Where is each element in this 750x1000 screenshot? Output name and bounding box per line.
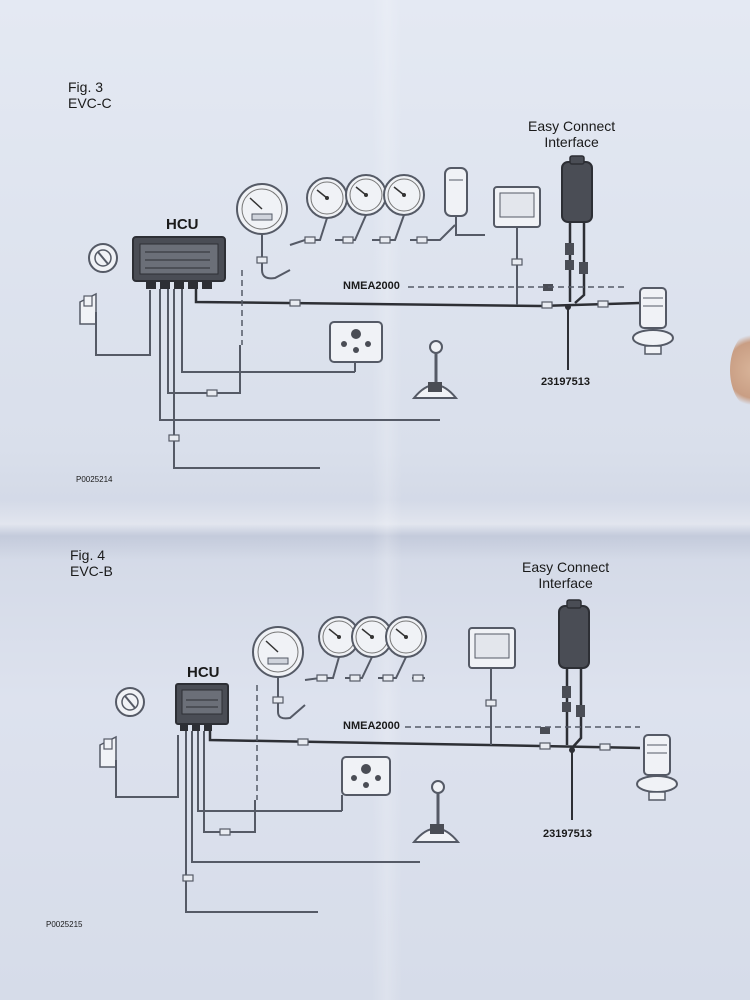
fig3-label: Fig. 3 — [68, 79, 104, 95]
ignition-switch-icon — [88, 243, 118, 273]
throttle-lever-icon — [411, 340, 459, 399]
fig3-interface-label: Easy Connect Interface — [528, 118, 615, 150]
tachometer-gauge-icon — [252, 626, 304, 678]
fig4-hcu-label: HCU — [187, 664, 220, 681]
easy-connect-interface-device — [561, 155, 593, 223]
small-gauge-2-icon — [345, 174, 387, 216]
fig3-interface-line2: Interface — [544, 134, 599, 150]
fig3-hcu-label: HCU — [166, 216, 199, 233]
sensor-transducer-icon — [636, 734, 678, 801]
fig4-system-label: EVC-B — [70, 563, 113, 579]
control-panel-icon — [341, 756, 391, 796]
fig3-nmea-label: NMEA2000 — [343, 280, 400, 292]
fig3-system-label: EVC-C — [68, 95, 112, 111]
key-module-icon — [99, 735, 117, 768]
fig3-interface-line1: Easy Connect — [528, 118, 616, 134]
fig4-label: Fig. 4 — [70, 547, 106, 563]
throttle-lever-icon — [411, 780, 461, 843]
small-gauge-3-icon — [383, 174, 425, 216]
hcu-unit — [132, 236, 226, 289]
display-screen-icon — [493, 186, 541, 228]
adapter-module-icon — [444, 167, 468, 217]
fig4-interface-label: Easy Connect Interface — [522, 559, 609, 591]
fig3-part-number: 23197513 — [541, 376, 590, 388]
sensor-transducer-icon — [632, 287, 674, 355]
paper-fold-vertical — [372, 0, 402, 1000]
finger-edge — [730, 330, 750, 410]
fig3-code: P0025214 — [76, 475, 113, 484]
display-screen-icon — [468, 627, 516, 669]
fig4-interface-line2: Interface — [538, 575, 593, 591]
figure-3-diagram — [79, 155, 674, 469]
tachometer-gauge-icon — [236, 183, 288, 235]
hcu-unit — [175, 683, 229, 731]
paper-fold-horizontal — [0, 500, 750, 560]
small-gauge-1-icon — [306, 177, 348, 219]
figure-4-diagram — [99, 599, 678, 913]
small-gauge-3-icon — [385, 616, 427, 658]
control-panel-icon — [329, 321, 383, 363]
easy-connect-interface-device — [558, 599, 590, 669]
fig4-code: P0025215 — [46, 920, 83, 929]
fig4-interface-line1: Easy Connect — [522, 559, 610, 575]
fig4-nmea-label: NMEA2000 — [343, 720, 400, 732]
ignition-switch-icon — [115, 687, 145, 717]
key-module-icon — [79, 292, 97, 325]
fig4-part-number: 23197513 — [543, 828, 592, 840]
